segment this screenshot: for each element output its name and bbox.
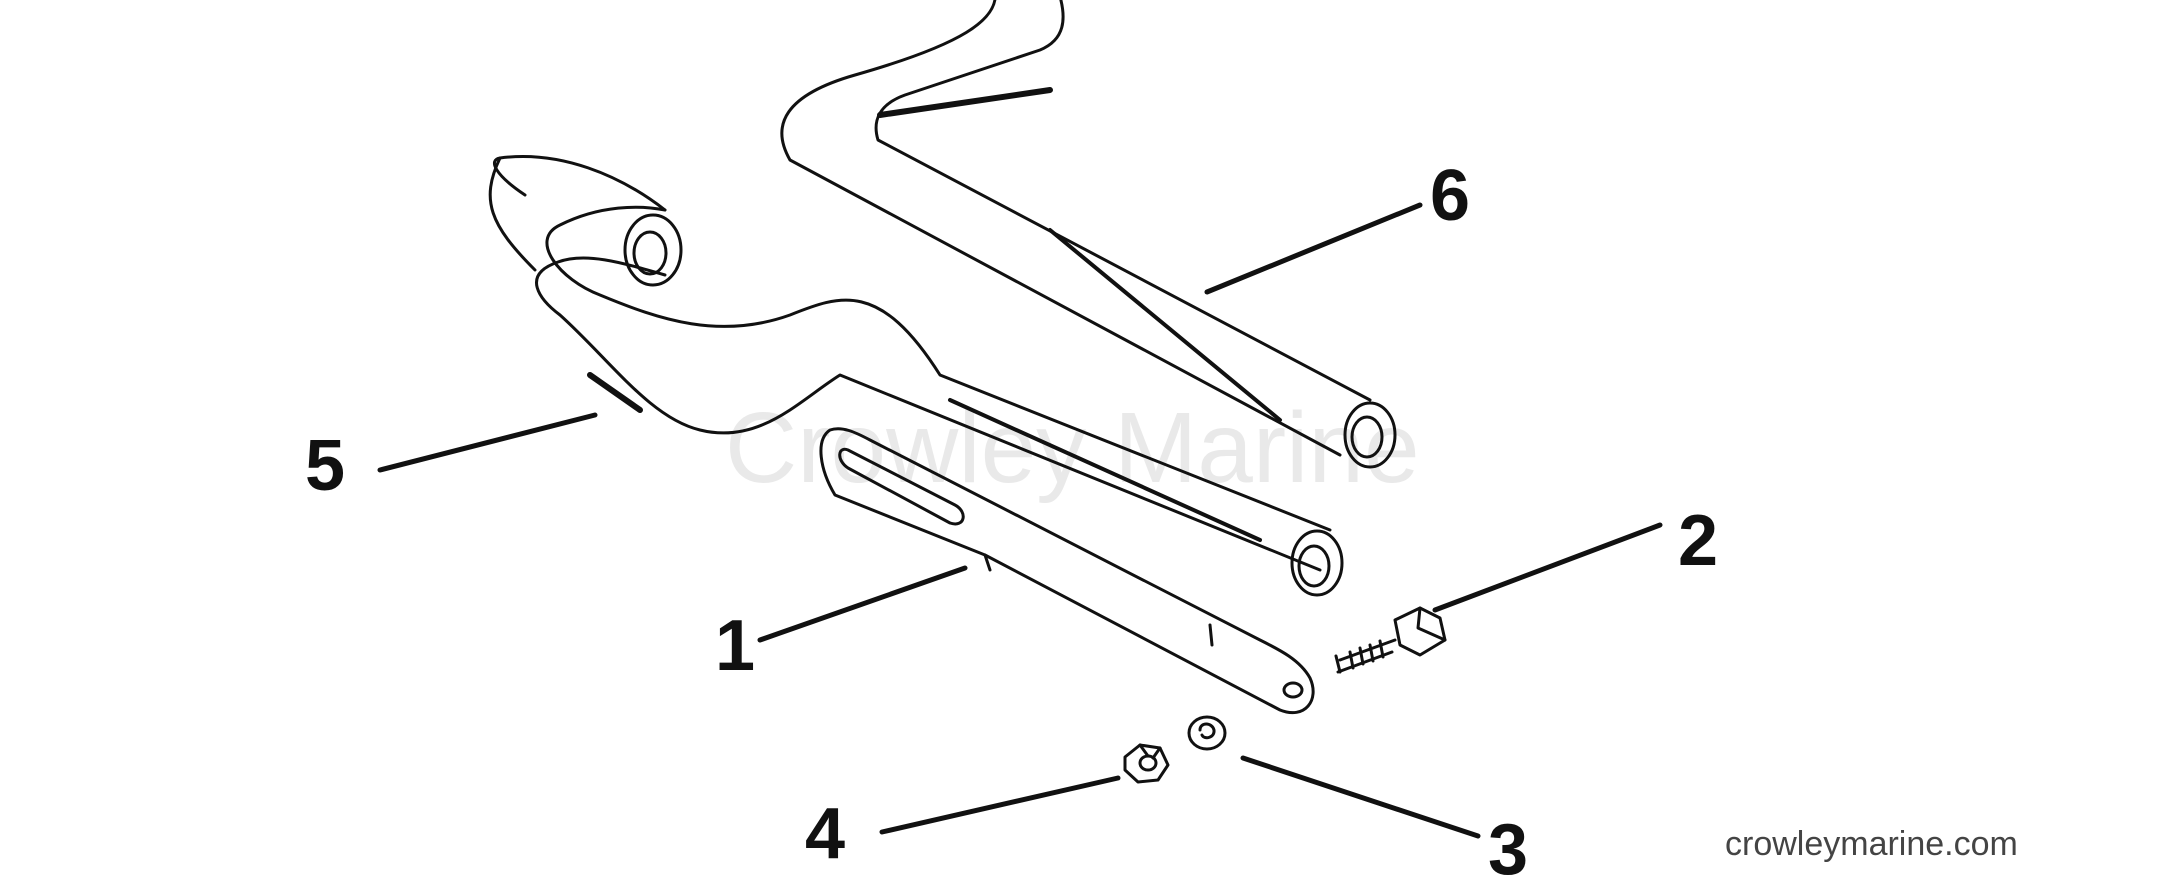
nut: [1123, 743, 1170, 784]
leader-line-1: [757, 565, 968, 643]
site-label: crowleymarine.com: [1725, 825, 2018, 863]
callout-5: 5: [305, 426, 345, 506]
callout-6: 6: [1430, 156, 1470, 236]
bracket: [819, 427, 1315, 715]
leader-line-4: [879, 775, 1121, 835]
leader-line-6: [1204, 202, 1423, 295]
watermark-text: Crowley Marine: [725, 392, 1420, 504]
callout-4: 4: [805, 794, 845, 874]
tube-lower: [488, 155, 1344, 597]
callout-2: 2: [1678, 501, 1718, 581]
tube-upper: [780, 0, 1397, 469]
callout-3: 3: [1488, 810, 1528, 884]
lock-washer: [1187, 715, 1227, 751]
leader-line-5: [377, 412, 598, 473]
leader-line-2: [1432, 522, 1663, 613]
leader-line-3: [1240, 755, 1481, 839]
callout-1: 1: [715, 606, 755, 686]
screw: [1334, 606, 1447, 674]
